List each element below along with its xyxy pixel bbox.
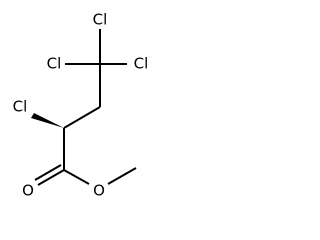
atom-o-ester: O — [93, 182, 105, 200]
atom-o-carbonyl: O — [22, 182, 34, 200]
bond-carbonyl-double-2 — [34, 164, 62, 181]
atom-cl-right: Cl — [134, 55, 149, 73]
atom-cl-left: Cl — [47, 55, 62, 73]
bond-ch2-stereocenter — [63, 106, 101, 129]
atom-cl-alpha: Cl — [13, 98, 28, 116]
molecule-structure-diagram: Cl Cl Cl Cl O O — [13, 11, 149, 200]
atom-label-group: Cl Cl Cl Cl O O — [13, 11, 149, 200]
bond-ester-o-methyl — [107, 167, 137, 185]
bond-carbonyl-ester-o — [63, 169, 90, 185]
bond-group — [34, 29, 137, 186]
bond-carbonyl-double-1 — [37, 169, 65, 186]
wedge-bond-stereocenter-cl — [31, 113, 64, 128]
atom-cl-top: Cl — [93, 11, 108, 29]
